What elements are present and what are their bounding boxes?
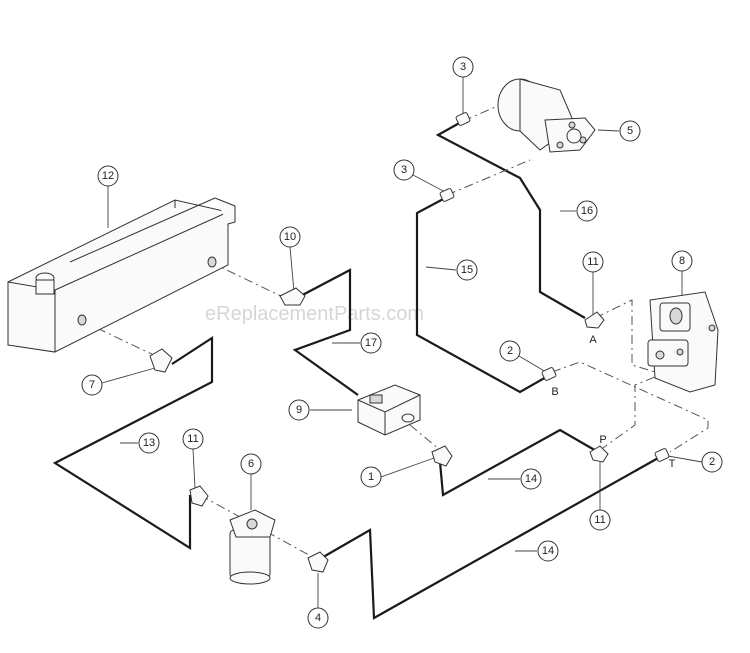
svg-text:14: 14 [525,473,537,485]
svg-text:3: 3 [460,61,466,73]
hydraulic-tank [7,197,236,353]
control-valve [647,291,719,393]
svg-text:1: 1 [368,471,374,483]
svg-text:8: 8 [679,255,685,267]
callout-4[interactable]: 4 [307,607,329,629]
callout-11-filter[interactable]: 11 [182,428,204,450]
fitting-11c [589,445,609,463]
hose-13 [52,335,214,550]
callout-11-p-port[interactable]: 11 [589,509,611,531]
leader-10 [289,246,295,293]
hydraulic-pump [357,384,421,436]
hose-15 [415,196,549,394]
leader-2a [518,355,547,373]
hose-17 [292,268,359,396]
svg-text:13: 13 [143,437,155,449]
leader-11b [192,448,196,489]
leader-5 [597,129,620,132]
svg-text:15: 15 [461,264,473,276]
leader-1 [380,457,435,478]
callout-14-lower[interactable]: 14 [537,540,559,562]
callout-1[interactable]: 1 [360,466,382,488]
fitting-1 [431,445,453,467]
port-label-a: A [589,334,597,346]
svg-text:6: 6 [248,458,254,470]
callout-3-top[interactable]: 3 [452,56,474,78]
svg-text:2: 2 [507,345,513,357]
fitting-11b [189,485,209,507]
svg-text:12: 12 [102,170,114,182]
leader-15 [425,266,457,271]
hose-14-lower [317,456,661,620]
svg-text:5: 5 [627,125,633,137]
fitting-3a [455,112,471,126]
callout-6[interactable]: 6 [240,453,262,475]
callout-9[interactable]: 9 [288,399,310,421]
svg-text:3: 3 [401,164,407,176]
fitting-11a [584,311,605,329]
callout-12[interactable]: 12 [97,165,119,187]
callout-14-upper[interactable]: 14 [520,468,542,490]
centerline-valve-p [599,374,661,451]
hose-16 [435,120,586,319]
fitting-2a [541,367,557,381]
hydraulic-motor [497,78,596,153]
svg-text:17: 17 [365,337,377,349]
centerline-valve-b [551,361,709,453]
callout-7[interactable]: 7 [81,374,103,396]
svg-text:2: 2 [709,456,715,468]
centerline-valve-a [594,299,656,373]
callout-3-mid[interactable]: 3 [393,159,415,181]
centerline-pump [409,424,441,451]
callout-13[interactable]: 13 [138,432,160,454]
callout-5[interactable]: 5 [619,120,641,142]
port-label-b: B [551,386,558,398]
svg-text:14: 14 [542,545,554,557]
port-label-t: T [669,458,676,470]
callout-2-b-port[interactable]: 2 [499,340,521,362]
callout-15[interactable]: 15 [456,259,478,281]
callout-17[interactable]: 17 [360,332,382,354]
fitting-2b [654,448,670,462]
callout-16[interactable]: 16 [576,200,598,222]
svg-text:11: 11 [587,256,598,268]
centerline-motor-b [446,159,531,196]
svg-text:7: 7 [89,379,95,391]
leader-7 [101,367,156,384]
fitting-10 [279,287,306,306]
port-label-p: P [599,434,606,446]
callout-2-t-port[interactable]: 2 [701,451,723,473]
watermark: eReplacementParts.com [205,303,424,325]
fitting-3b [439,188,455,202]
callout-10[interactable]: 10 [279,226,301,248]
svg-text:11: 11 [187,433,198,445]
callout-8[interactable]: 8 [671,250,693,272]
svg-text:16: 16 [581,205,593,217]
fitting-7 [149,348,173,373]
callout-11-valve[interactable]: 11 [582,251,604,273]
hose-14-upper [438,428,599,497]
svg-text:4: 4 [315,612,321,624]
svg-text:11: 11 [594,514,605,526]
hydraulic-filter [229,509,276,585]
leader-2b [667,455,703,463]
leader-3b [412,174,448,194]
fitting-4 [307,551,329,573]
svg-text:10: 10 [284,231,296,243]
svg-text:9: 9 [296,404,302,416]
centerline-filter [199,494,319,561]
